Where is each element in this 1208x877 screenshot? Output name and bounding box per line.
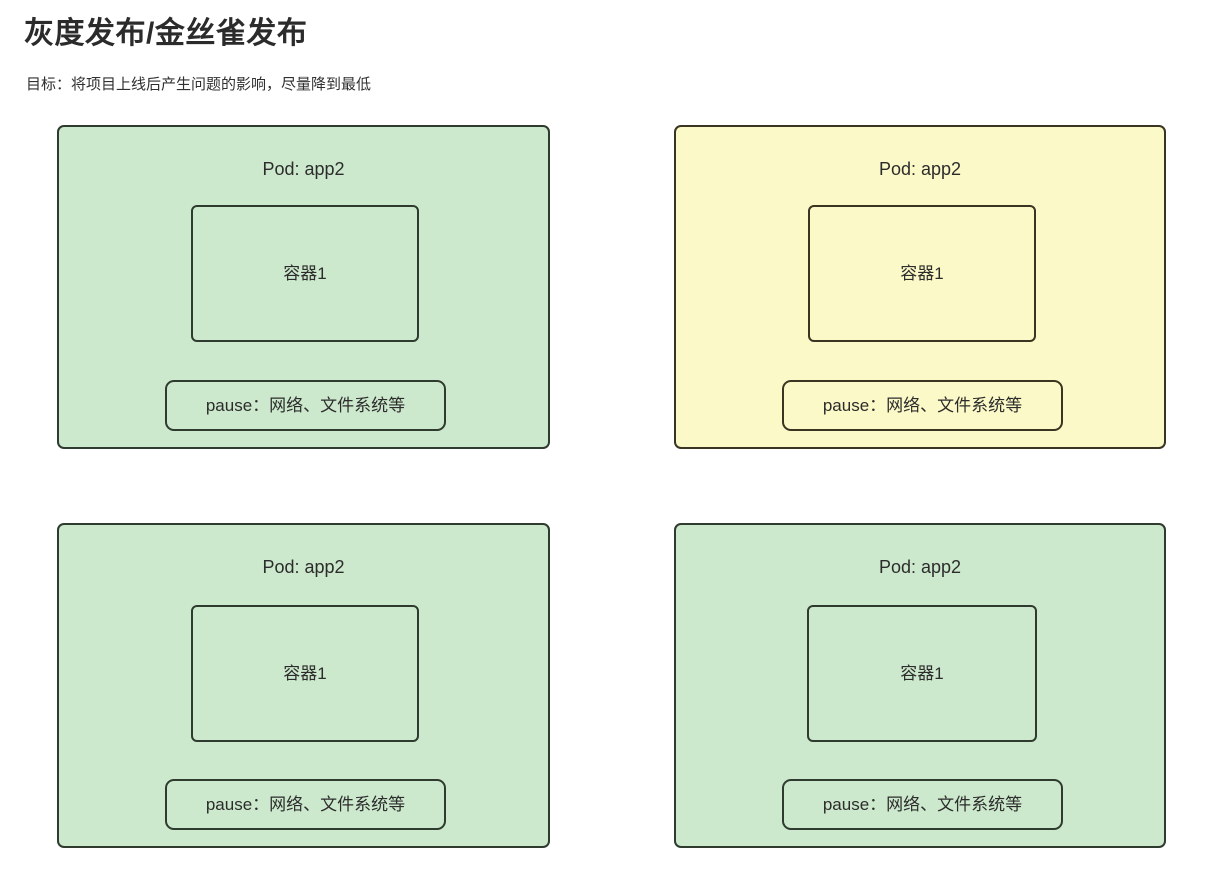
- page-subtitle: 目标：将项目上线后产生问题的影响，尽量降到最低: [26, 76, 372, 93]
- container-label-3: 容器1: [900, 663, 944, 683]
- container-box-0: 容器1: [191, 205, 419, 342]
- pause-label-1: pause：网络、文件系统等: [822, 395, 1023, 415]
- pod-card-0: Pod: app2 容器1 pause：网络、文件系统等: [57, 125, 550, 449]
- pause-box-3: pause：网络、文件系统等: [782, 779, 1063, 830]
- container-box-1: 容器1: [808, 205, 1036, 342]
- pod-card-2: Pod: app2 容器1 pause：网络、文件系统等: [57, 523, 550, 848]
- container-box-3: 容器1: [807, 605, 1037, 742]
- container-label-2: 容器1: [283, 663, 327, 683]
- pod-label-0: Pod: app2: [262, 159, 345, 179]
- container-label-0: 容器1: [283, 263, 327, 283]
- pod-label-1: Pod: app2: [878, 159, 962, 179]
- pause-label-3: pause：网络、文件系统等: [822, 794, 1023, 814]
- container-label-1: 容器1: [900, 263, 944, 283]
- pause-label-0: pause：网络、文件系统等: [205, 395, 406, 415]
- pod-card-3: Pod: app2 容器1 pause：网络、文件系统等: [674, 523, 1166, 848]
- pause-box-0: pause：网络、文件系统等: [165, 380, 446, 431]
- container-box-2: 容器1: [191, 605, 419, 742]
- pause-label-2: pause：网络、文件系统等: [205, 794, 406, 814]
- pod-card-1: Pod: app2 容器1 pause：网络、文件系统等: [674, 125, 1166, 449]
- pod-label-2: Pod: app2: [262, 557, 345, 577]
- pause-box-1: pause：网络、文件系统等: [782, 380, 1063, 431]
- pod-label-3: Pod: app2: [878, 557, 962, 577]
- page-title: 灰度发布/金丝雀发布: [24, 17, 308, 50]
- pause-box-2: pause：网络、文件系统等: [165, 779, 446, 830]
